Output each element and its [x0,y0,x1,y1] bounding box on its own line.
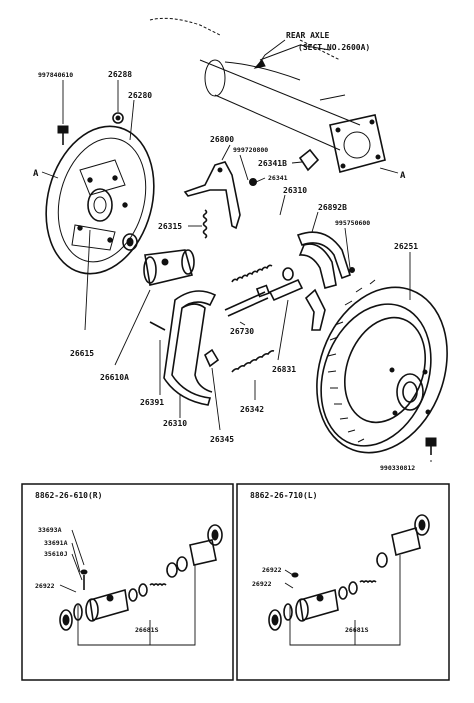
inset-left-frame [21,483,234,681]
adjuster-lever [183,161,241,230]
hold-down-pin [149,321,166,331]
return-spring-upper [231,264,273,283]
clip-26341B [298,148,320,172]
label-26341B: 26341B [258,159,287,168]
section-marker-right: A [400,171,406,181]
brake-shoe-upper [296,231,351,331]
label-26391: 26391 [140,398,164,407]
label-26615: 26615 [70,349,94,358]
inset-right-label-a: 26922 [262,566,282,574]
inset-right-cylinder-kit [268,514,430,631]
label-999720800: 999720800 [233,146,268,154]
inset-left-label-e: 26681S [135,626,159,634]
label-26345: 26345 [210,435,234,444]
label-26341: 26341 [268,174,288,182]
label-997840610: 997840610 [38,71,73,79]
plug-26288 [112,112,124,124]
inset-right-label-c: 26681S [345,626,369,634]
drum-screw [425,437,437,455]
rear-axle-title: REAR AXLE [286,31,330,40]
label-26315: 26315 [158,222,182,231]
backing-bolt [57,125,69,145]
return-spring-lower [231,350,275,373]
label-995750600: 995750600 [335,219,370,227]
backing-plate [45,125,155,275]
label-26288: 26288 [108,70,132,79]
rear-axle-section: (SECT.NO.2600A) [298,43,370,52]
label-26310-top: 26310 [283,186,307,195]
seal-ring [122,233,138,251]
inset-left-label-b: 33691A [44,539,68,547]
inset-left-label-c: 35610J [44,550,68,558]
rear-axle-housing [149,17,386,173]
label-26610A: 26610A [100,373,129,382]
adjuster-wheel [282,267,294,281]
label-990330812: 990330812 [380,464,415,472]
inset-left-cylinder-kit [59,524,223,631]
brake-shoe-lower [163,290,217,406]
label-26251: 26251 [394,242,418,251]
section-marker-left: A [33,169,39,179]
label-26800: 26800 [210,135,234,144]
inset-left-label-d: 26922 [35,582,55,590]
inset-right-label-b: 26922 [252,580,272,588]
inset-left-label-a: 33693A [38,526,62,534]
brake-drum [316,279,448,454]
label-26730: 26730 [230,327,254,336]
spring-26315 [202,209,208,239]
label-26280: 26280 [128,91,152,100]
clip-26341 [249,178,257,186]
inset-right-title: 8862-26-710(L) [250,491,317,500]
label-26892B: 26892B [318,203,347,212]
adjuster-strut [224,278,304,317]
label-26342: 26342 [240,405,264,414]
label-26310-bottom: 26310 [163,419,187,428]
label-26831: 26831 [272,365,296,374]
wheel-cylinder [143,249,195,286]
clip-26345 [203,348,220,368]
inset-left-title: 8862-26-610(R) [35,491,102,500]
inset-right-frame [236,483,450,681]
